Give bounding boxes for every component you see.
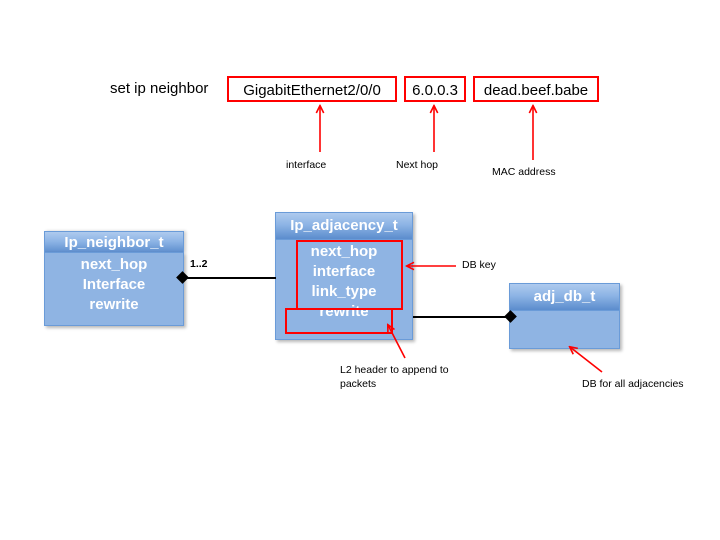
highlight-db-key-fields <box>296 240 403 310</box>
class-field: Interface <box>82 276 146 293</box>
annotation-db-all-adjacencies: DB for all adjacencies <box>582 378 684 390</box>
annotation-db-key: DB key <box>462 259 496 271</box>
class-field: rewrite <box>89 296 139 313</box>
class-field: next_hop <box>80 256 148 273</box>
class-fields-adj-db <box>510 311 619 313</box>
class-title-ip-adjacency: Ip_adjacency_t <box>276 213 412 240</box>
command-field-next-hop: 6.0.0.3 <box>404 76 466 102</box>
class-box-ip-neighbor: next_hop Interface rewrite <box>44 252 184 326</box>
class-field: rewrite <box>319 303 369 320</box>
class-title-adj-db: adj_db_t <box>510 284 619 311</box>
command-field-mac-address: dead.beef.babe <box>473 76 599 102</box>
command-field-interface: GigabitEthernet2/0/0 <box>227 76 397 102</box>
command-label: set ip neighbor <box>110 80 209 97</box>
caption-interface: interface <box>286 159 327 171</box>
class-fields-ip-neighbor: next_hop Interface rewrite <box>45 253 183 315</box>
class-box-adj-db: adj_db_t <box>509 283 620 349</box>
annotation-l2-header: L2 header to append to packets <box>340 364 449 390</box>
class-field: link_type <box>311 283 377 300</box>
class-field: interface <box>312 263 376 280</box>
association-neighbor-adjacency <box>184 277 276 279</box>
caption-mac-address: MAC address <box>492 166 556 178</box>
association-adjacency-adjdb <box>413 316 511 318</box>
class-fields-ip-adjacency: next_hop interface link_type rewrite <box>276 240 412 322</box>
arrow-db-all-adjacencies <box>570 347 603 373</box>
class-title-ip-neighbor: Ip_neighbor_t <box>44 231 184 253</box>
highlight-rewrite-field <box>285 308 393 334</box>
class-box-ip-adjacency: Ip_adjacency_t next_hop interface link_t… <box>275 212 413 340</box>
multiplicity-label: 1..2 <box>190 258 208 270</box>
caption-next-hop: Next hop <box>396 159 439 171</box>
class-field: next_hop <box>310 243 378 260</box>
